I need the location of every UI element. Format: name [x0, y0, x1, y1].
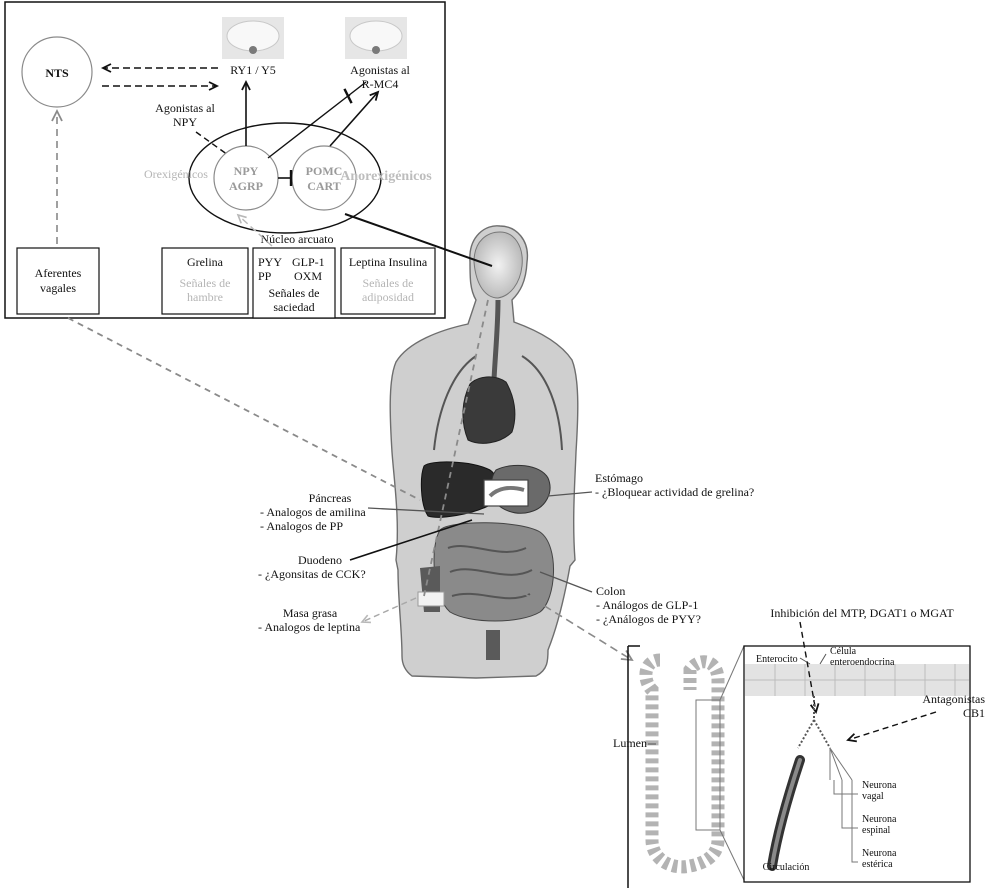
cart-label: CART: [307, 179, 341, 193]
glp1-label: GLP-1: [292, 255, 325, 269]
npy-inhibits-mc4: [348, 95, 350, 96]
vagal-neuron-line1: Neurona: [862, 780, 897, 791]
satiety-signals-line2: saciedad: [273, 300, 314, 314]
ry-nucleus-icon: [249, 46, 257, 54]
zoom-line-bottom: [720, 830, 744, 880]
enteroendocrine-line2: enteroendocrina: [830, 657, 895, 668]
fat-mass-title: Masa grasa: [283, 606, 338, 620]
colon-item2: - ¿Análogos de PYY?: [596, 612, 701, 626]
enteric-neuron-line2: estérica: [862, 859, 893, 870]
anorexigenic-label: Anorexigénicos: [340, 169, 432, 184]
pyy-label: PYY: [258, 255, 282, 269]
vagal-neuron-line2: vagal: [862, 791, 884, 802]
rectum-icon: [486, 630, 500, 660]
duodenum-item: - ¿Agonsitas de CCK?: [258, 567, 366, 581]
satiety-signals-line1: Señales de: [269, 286, 320, 300]
enteric-neuron-line1: Neurona: [862, 848, 897, 859]
colon-title: Colon: [596, 584, 625, 598]
pancreas-item1: - Analogos de amilina: [260, 505, 366, 519]
npy-agonists-line2: NPY: [173, 115, 197, 129]
pancreas-title: Páncreas: [309, 491, 352, 505]
vagal-afferents-line1: Aferentes: [35, 266, 82, 280]
duodenum-title: Duodeno: [298, 553, 342, 567]
ry-receptor-label: RY1 / Y5: [230, 63, 276, 77]
orexigenic-label: Orexigénicos: [144, 167, 208, 181]
npy-agrp-neuron: [214, 146, 278, 210]
spinal-neuron-line2: espinal: [862, 825, 891, 836]
hunger-signals-line2: hambre: [187, 290, 223, 304]
stomach-item: - ¿Bloquear actividad de grelina?: [595, 485, 754, 499]
leptin-insulin-label: Leptina Insulina: [349, 255, 428, 269]
colon-item1: - Análogos de GLP-1: [596, 598, 698, 612]
nts-label: NTS: [45, 66, 69, 80]
enteroendocrine-line1: Célula: [830, 646, 857, 657]
ghrelin-label: Grelina: [187, 255, 224, 269]
pancreas-item2: - Analogos de PP: [260, 519, 343, 533]
agrp-label: AGRP: [229, 179, 263, 193]
lumen-label: Lumen: [613, 736, 647, 750]
adiposity-signals-line1: Señales de: [363, 276, 414, 290]
intestine-zoom-panel: Lumen Enterocito Célula enteroendocrina …: [613, 606, 985, 888]
spinal-neuron-line1: Neurona: [862, 814, 897, 825]
npy-agonists-line1: Agonistas al: [155, 101, 215, 115]
pomc-label: POMC: [306, 164, 343, 178]
mc4-agonists-line1: Agonistas al: [350, 63, 410, 77]
intestinal-villi-tube: [646, 660, 718, 867]
zoom-source-rect: [696, 700, 720, 830]
hunger-signals-line1: Señales de: [180, 276, 231, 290]
npy-label: NPY: [234, 164, 259, 178]
mc4-nucleus-icon: [372, 46, 380, 54]
heart-icon: [463, 377, 515, 443]
inhibition-label: Inhibición del MTP, DGAT1 o MGAT: [770, 606, 954, 620]
enterocyte-label: Enterocito: [756, 654, 798, 665]
panel-to-body-dashed-line: [68, 318, 420, 500]
cb1-antagonists-line2: CB1: [963, 706, 985, 720]
adiposity-signals-line2: adiposidad: [362, 290, 414, 304]
fat-mass-item: - Analogos de leptina: [258, 620, 361, 634]
arcuate-nucleus-label: Núcleo arcuato: [261, 232, 334, 246]
fat-mass-marker: [418, 592, 444, 606]
oxm-label: OXM: [294, 269, 322, 283]
circulation-label: Circulación: [763, 862, 810, 873]
cb1-antagonists-line1: Antagonistas: [922, 692, 985, 706]
pp-label: PP: [258, 269, 272, 283]
hypothalamus-panel: NTS RY1 / Y5 Agonistas al R-MC4 Agonista…: [5, 2, 445, 318]
mc4-agonists-line2: R-MC4: [362, 77, 399, 91]
vagal-afferents-line2: vagales: [40, 281, 76, 295]
stomach-title: Estómago: [595, 471, 643, 485]
